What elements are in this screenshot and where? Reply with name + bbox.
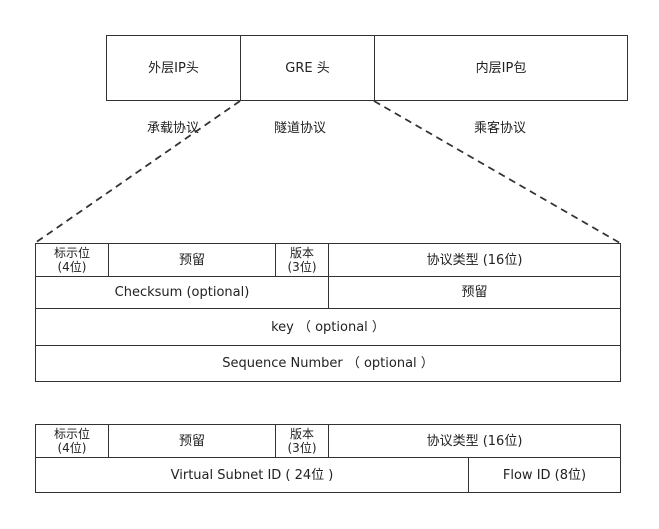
nvgre-flow-id-field: Flow ID (8位) bbox=[468, 457, 621, 493]
nvgre-protocol-type-field: 协议类型 (16位) bbox=[328, 424, 621, 458]
gre-reserved2-field: 预留 bbox=[328, 276, 621, 309]
inner-ip-packet-box: 内层IP包 bbox=[374, 35, 628, 101]
passenger-protocol-label: 乘客协议 bbox=[473, 121, 526, 136]
nvgre-vsid-field: Virtual Subnet ID ( 24位 ) bbox=[35, 457, 469, 493]
gre-version-field: 版本 (3位) bbox=[275, 243, 329, 277]
gre-reserved-field: 预留 bbox=[108, 243, 276, 277]
outer-ip-header-box: 外层IP头 bbox=[106, 35, 241, 101]
nvgre-flags-field: 标示位 (4位) bbox=[35, 424, 109, 458]
gre-header-box: GRE 头 bbox=[240, 35, 375, 101]
gre-checksum-field: Checksum (optional) bbox=[35, 276, 329, 309]
gre-protocol-type-field: 协议类型 (16位) bbox=[328, 243, 621, 277]
gre-flags-field: 标示位 (4位) bbox=[35, 243, 109, 277]
gre-key-field: key （ optional ） bbox=[35, 308, 621, 346]
carrier-protocol-label: 承载协议 bbox=[146, 121, 199, 136]
gre-sequence-number-field: Sequence Number （ optional ） bbox=[35, 345, 621, 382]
nvgre-reserved-field: 预留 bbox=[108, 424, 276, 458]
expansion-line-left bbox=[34, 100, 241, 244]
nvgre-version-field: 版本 (3位) bbox=[275, 424, 329, 458]
tunnel-protocol-label: 隧道协议 bbox=[273, 121, 326, 136]
